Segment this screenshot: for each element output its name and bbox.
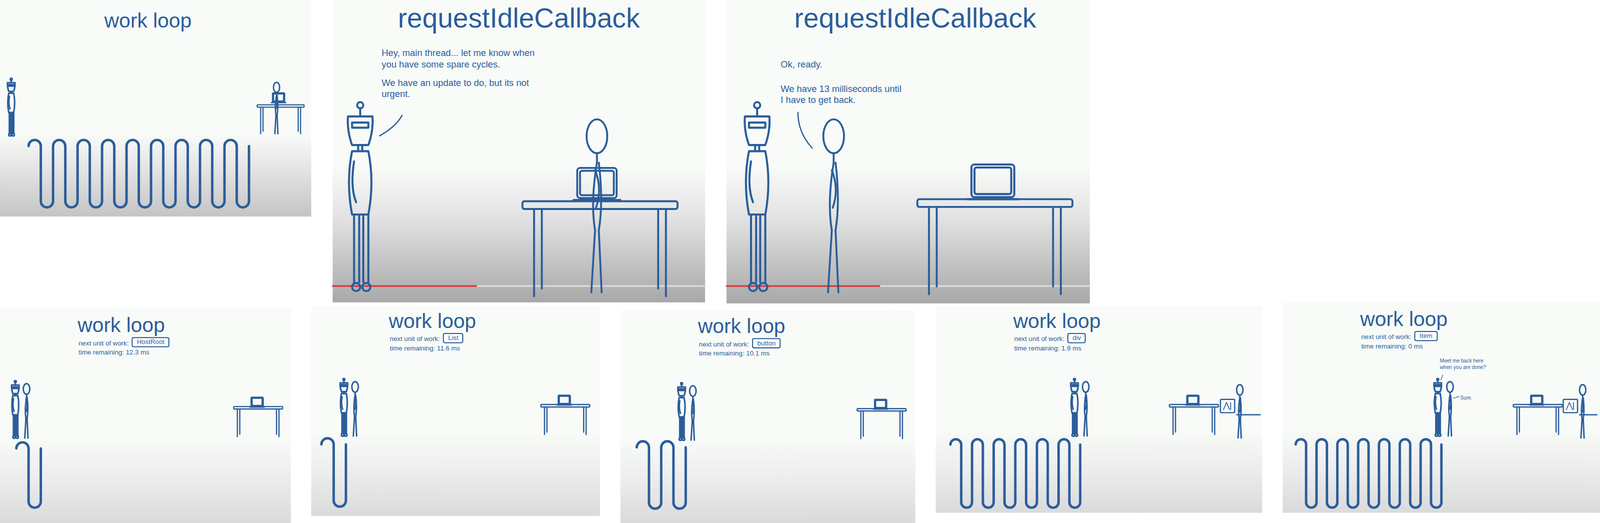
robot-figure [744, 101, 770, 291]
work-row: next unit of work: button [699, 337, 782, 349]
note-text: We have 13 milliseconds until I have to … [780, 83, 903, 106]
desk [233, 406, 283, 437]
person-figure [273, 82, 280, 134]
person-figure [1446, 381, 1454, 436]
rope-line [1236, 413, 1261, 415]
board-scribble [1566, 402, 1574, 410]
panel-title: work loop [0, 7, 296, 33]
unit-box: div [1067, 332, 1086, 344]
laptop [1529, 395, 1544, 405]
unit-box: List [443, 332, 464, 344]
field-label: next unit of work: [699, 339, 750, 347]
note-text: Sure. [1460, 394, 1473, 401]
laptop [249, 397, 264, 407]
note-text: Hey, main thread... let me know when you… [381, 47, 551, 70]
work-row: next unit of work: Item [1361, 330, 1438, 342]
board [1563, 399, 1578, 413]
work-loop-spring [950, 438, 1081, 508]
field-label: next unit of work: [1014, 334, 1065, 342]
note-text: time remaining: 10.1 ms [699, 349, 771, 358]
person-figure [1579, 384, 1587, 438]
work-loop-spring [321, 437, 346, 507]
person-figure [586, 119, 608, 293]
field-label: next unit of work: [1361, 332, 1412, 340]
note-text: Ok, ready. [780, 58, 903, 70]
robot-figure [7, 78, 15, 136]
field-label: next unit of work: [78, 338, 129, 346]
unit-name: Item [1419, 331, 1433, 339]
desk [1169, 404, 1219, 435]
work-loop-spring [16, 442, 41, 508]
panel-background [935, 306, 1263, 513]
laptop [271, 92, 286, 103]
robot-figure [340, 378, 348, 436]
panel-background [0, 0, 312, 217]
person-figure [689, 385, 697, 440]
desk [1513, 404, 1563, 435]
panel-background [726, 0, 1090, 304]
work-row: next unit of work: List [389, 332, 464, 344]
rope-line [1579, 413, 1598, 415]
panel-title: requestIdleCallback [332, 1, 706, 35]
progress-bar [332, 284, 478, 287]
field-label: next unit of work: [389, 334, 440, 342]
work-loop-spring [636, 441, 686, 509]
laptop [1185, 395, 1200, 405]
laptop [573, 167, 621, 200]
board [1220, 399, 1235, 413]
panel-title: work loop [388, 308, 477, 333]
unit-name: div [1072, 333, 1082, 341]
unit-box: button [752, 337, 781, 349]
person-figure [23, 383, 30, 438]
unit-box: Item [1414, 330, 1438, 342]
note-text: Meet me back here when you are done? [1439, 357, 1495, 370]
work-loop-spring [28, 139, 249, 208]
unit-name: HostRoot [136, 337, 165, 345]
unit-name: List [448, 333, 459, 341]
speech-line [1440, 374, 1460, 399]
work-row: next unit of work: HostRoot [78, 336, 170, 348]
panel-title: work loop [77, 312, 165, 337]
note-text: time remaining: 12.3 ms [78, 348, 150, 357]
note-text: We have an update to do, but its not urg… [381, 77, 551, 100]
desk [540, 404, 590, 435]
unit-name: button [757, 338, 777, 346]
note-text: time remaining: 1.9 ms [1014, 344, 1082, 353]
robot-figure [1434, 378, 1442, 436]
unit-box: HostRoot [131, 336, 170, 348]
robot-figure [678, 382, 686, 440]
progress-track [880, 284, 1090, 287]
robot-figure [347, 101, 373, 291]
desk [257, 104, 305, 134]
person-figure [1236, 384, 1244, 438]
work-loop-spring [1295, 438, 1442, 508]
robot-figure [1070, 378, 1079, 436]
desk [522, 200, 678, 296]
robot-figure [11, 380, 19, 438]
desk [856, 408, 906, 439]
board-scribble [1223, 402, 1231, 410]
panel-title: work loop [1360, 306, 1448, 331]
note-text: time remaining: 0 ms [1361, 342, 1423, 351]
note-text: time remaining: 11.6 ms [389, 344, 461, 353]
desk [917, 198, 1073, 294]
panel-title: work loop [698, 313, 786, 338]
laptop [873, 399, 888, 409]
person-figure [1082, 381, 1089, 436]
speech-line [379, 115, 403, 136]
panel-title: requestIdleCallback [726, 1, 1105, 35]
panel-background [332, 0, 706, 303]
laptop [967, 164, 1019, 199]
laptop [557, 395, 572, 405]
work-row: next unit of work: div [1014, 332, 1087, 344]
person-figure [823, 119, 844, 293]
person-figure [351, 381, 359, 436]
speech-line [798, 112, 813, 149]
panel-title: work loop [1013, 308, 1101, 333]
